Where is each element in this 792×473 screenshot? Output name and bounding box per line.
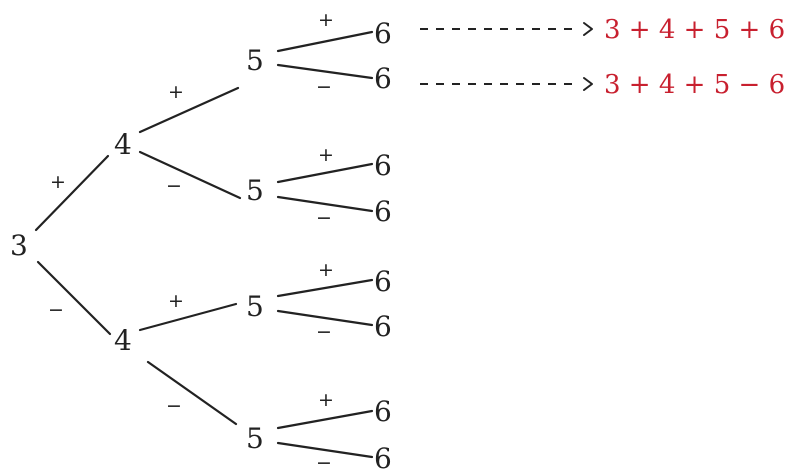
edge-l2-b-l3-4 xyxy=(276,195,374,213)
sign-l2-c-plus: + xyxy=(318,259,334,281)
sign-l2-b-plus: + xyxy=(318,144,334,166)
edge-l2-b-l3-3 xyxy=(276,162,374,184)
node-root: 3 xyxy=(10,229,28,262)
arrow-head-1 xyxy=(583,22,593,36)
node-l2-a: 5 xyxy=(246,44,264,77)
sign-l2-a-plus: + xyxy=(318,9,334,31)
edge-l1-top-l2-b xyxy=(138,150,242,200)
sign-l2-c-minus: − xyxy=(316,321,332,343)
node-l3-4: 6 xyxy=(374,195,392,228)
node-l3-7: 6 xyxy=(374,395,392,428)
edge-l1-top-l2-a xyxy=(138,86,240,134)
edge-l1-bottom-l2-d xyxy=(146,360,238,426)
sign-l2-a-minus: − xyxy=(316,76,332,98)
node-l3-2: 6 xyxy=(374,62,392,95)
sign-l1-top-minus: − xyxy=(166,175,182,197)
node-l1-bottom: 4 xyxy=(114,324,132,357)
sign-root-plus: + xyxy=(50,171,66,193)
edge-l2-d-l3-7 xyxy=(276,409,374,430)
sign-root-minus: − xyxy=(48,299,64,321)
sign-l2-d-minus: − xyxy=(316,452,332,473)
edge-root-l1-top xyxy=(34,154,110,232)
sign-l1-top-plus: + xyxy=(168,81,184,103)
node-l2-c: 5 xyxy=(246,290,264,323)
edge-l2-a-l3-1 xyxy=(276,30,374,53)
node-l3-8: 6 xyxy=(374,442,392,473)
edge-l2-a-l3-2 xyxy=(276,63,374,80)
node-l3-1: 6 xyxy=(374,17,392,50)
node-l1-top: 4 xyxy=(114,128,132,161)
node-l3-6: 6 xyxy=(374,310,392,343)
sign-l2-b-minus: − xyxy=(316,207,332,229)
node-l2-d: 5 xyxy=(246,422,264,455)
arrow-head-2 xyxy=(583,77,593,91)
sign-l2-d-plus: + xyxy=(318,389,334,411)
edge-root-l1-bottom xyxy=(36,260,112,336)
node-l3-5: 6 xyxy=(374,265,392,298)
result-expression-1: 3 + 4 + 5 + 6 xyxy=(604,15,785,45)
edge-l2-c-l3-6 xyxy=(276,309,374,327)
edge-l2-c-l3-5 xyxy=(276,278,374,298)
edge-l1-bottom-l2-c xyxy=(138,302,238,332)
node-l3-3: 6 xyxy=(374,149,392,182)
sign-l1-bottom-minus: − xyxy=(166,395,182,417)
result-expression-2: 3 + 4 + 5 − 6 xyxy=(604,70,785,100)
node-l2-b: 5 xyxy=(246,174,264,207)
edge-l2-d-l3-8 xyxy=(276,441,374,459)
sign-l1-bottom-plus: + xyxy=(168,290,184,312)
